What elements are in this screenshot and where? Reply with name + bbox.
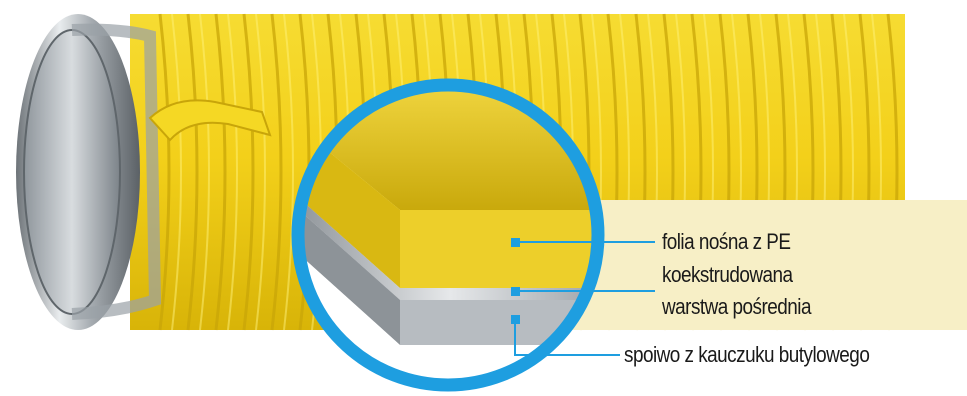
label-carrier-film: folia nośna z PE xyxy=(662,229,790,255)
label-coextruded-line1: koekstrudowana xyxy=(662,262,793,288)
label-coextruded-line2: warstwa pośrednia xyxy=(662,294,811,320)
label-adhesive: spoiwo z kauczuku butylowego xyxy=(624,342,869,368)
